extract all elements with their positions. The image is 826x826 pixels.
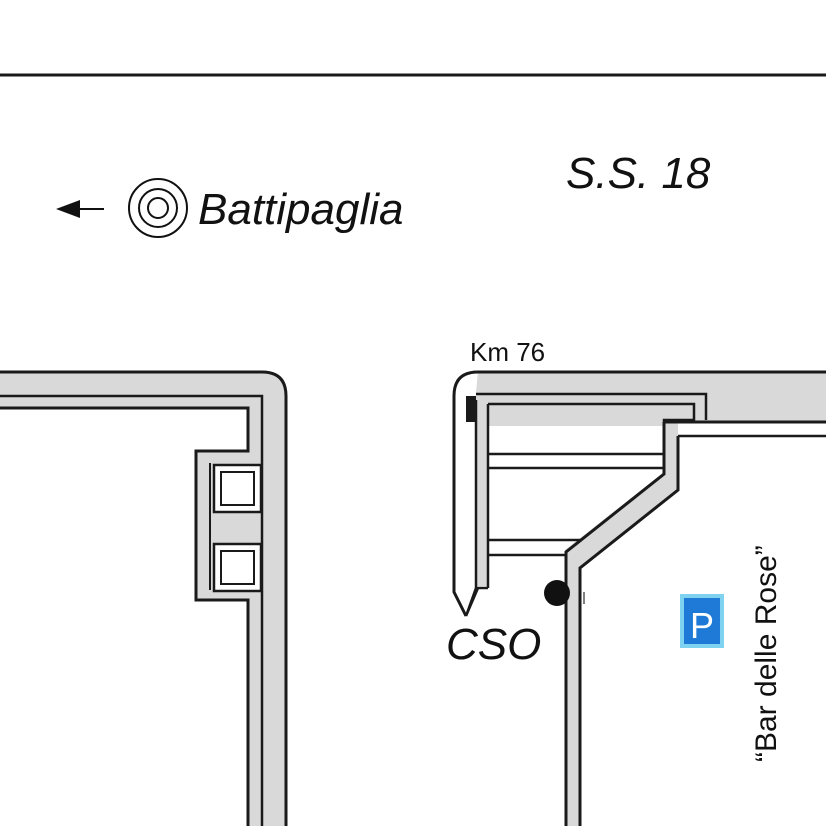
bar-label: “Bar delle Rose” <box>750 545 783 762</box>
parking-icon: P <box>680 594 724 648</box>
location-dot-icon <box>544 580 570 606</box>
left-arrow-icon <box>56 200 104 218</box>
left-small-square-bottom <box>212 542 263 593</box>
road-name: S.S. 18 <box>566 149 711 198</box>
destination-label: Battipaglia <box>198 185 403 234</box>
left-road-block <box>0 370 288 826</box>
location-label: CSO <box>446 620 541 669</box>
right-road-block <box>452 370 826 826</box>
km-marker-label: Km 76 <box>470 337 545 367</box>
concentric-circles-icon <box>128 178 188 238</box>
left-small-square-top <box>212 463 263 514</box>
parking-letter: P <box>690 605 714 646</box>
